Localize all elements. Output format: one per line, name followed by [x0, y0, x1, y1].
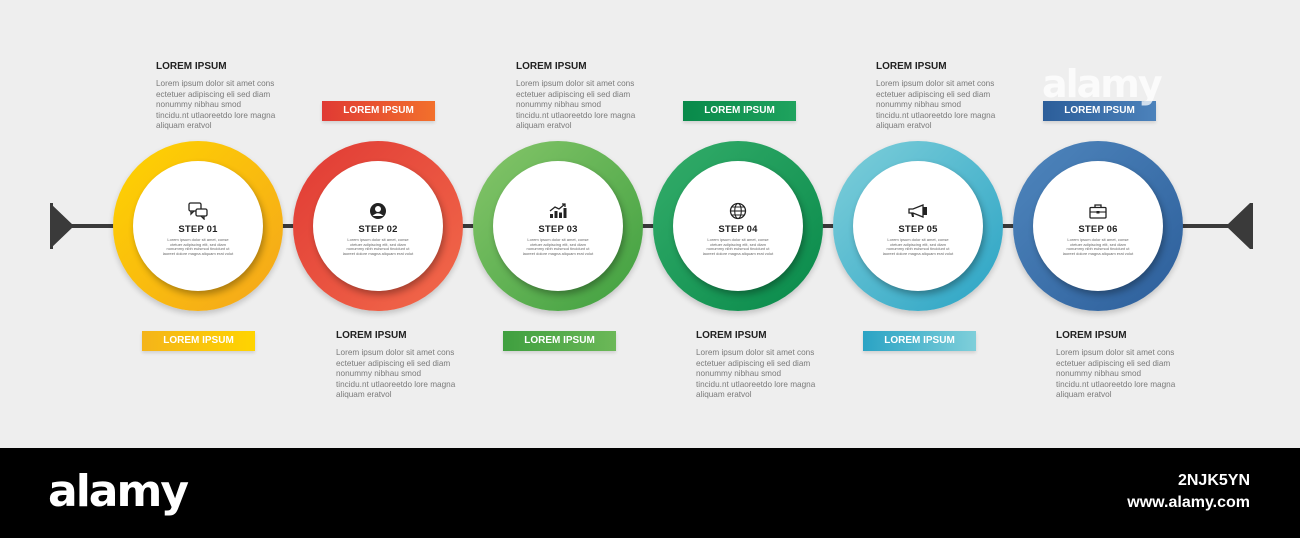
step-inner-disc: STEP 04 Lorem ipsum dolor sit amet, cons… [673, 161, 803, 291]
infographic-canvas: LOREM IPSUM Lorem ipsum dolor sit amet c… [50, 61, 1253, 401]
text-block-title: LOREM IPSUM [696, 330, 767, 341]
step-description: Lorem ipsum dolor sit amet, conse ctetue… [702, 237, 774, 256]
step-label: STEP 04 [718, 224, 758, 235]
text-block-body: Lorem ipsum dolor sit amet cons ectetuer… [336, 348, 456, 399]
step-label: STEP 06 [1078, 224, 1118, 235]
watermark-image-id: 2NJK5YN [1177, 472, 1250, 489]
text-block-step-6: LOREM IPSUM Lorem ipsum dolor sit amet c… [1056, 330, 1176, 401]
banner-step-6: LOREM IPSUM [1043, 101, 1156, 121]
user-circle-icon [367, 201, 389, 221]
step-inner-disc: STEP 01 Lorem ipsum dolor sit amet, cons… [133, 161, 263, 291]
banner-step-5: LOREM IPSUM [863, 331, 976, 351]
banner-step-3: LOREM IPSUM [503, 331, 616, 351]
timeline-line [58, 224, 1240, 228]
text-block-step-5: LOREM IPSUM Lorem ipsum dolor sit amet c… [876, 61, 996, 132]
watermark-logo: alamy [48, 466, 189, 517]
step-label: STEP 05 [898, 224, 938, 235]
text-block-title: LOREM IPSUM [336, 330, 407, 341]
step-3-circle: STEP 03 Lorem ipsum dolor sit amet, cons… [473, 141, 643, 311]
step-inner-disc: STEP 02 Lorem ipsum dolor sit amet, cons… [313, 161, 443, 291]
text-block-step-4: LOREM IPSUM Lorem ipsum dolor sit amet c… [696, 330, 816, 401]
text-block-body: Lorem ipsum dolor sit amet cons ectetuer… [516, 79, 636, 130]
step-5-circle: STEP 05 Lorem ipsum dolor sit amet, cons… [833, 141, 1003, 311]
watermark-overlay: alamy [1042, 62, 1163, 106]
text-block-step-2: LOREM IPSUM Lorem ipsum dolor sit amet c… [336, 330, 456, 401]
briefcase-icon [1087, 201, 1109, 221]
text-block-title: LOREM IPSUM [156, 61, 227, 72]
step-label: STEP 01 [178, 224, 218, 235]
step-description: Lorem ipsum dolor sit amet, conse ctetue… [162, 237, 234, 256]
growth-chart-icon [547, 201, 569, 221]
banner-step-2: LOREM IPSUM [322, 101, 435, 121]
chat-bubbles-icon [187, 201, 209, 221]
text-block-title: LOREM IPSUM [1056, 330, 1127, 341]
text-block-title: LOREM IPSUM [876, 61, 947, 72]
step-description: Lorem ipsum dolor sit amet, conse ctetue… [882, 237, 954, 256]
watermark-url: www.alamy.com [1127, 494, 1250, 511]
right-arrow-cap [1226, 203, 1253, 249]
text-block-body: Lorem ipsum dolor sit amet cons ectetuer… [1056, 348, 1176, 399]
step-description: Lorem ipsum dolor sit amet, conse ctetue… [342, 237, 414, 256]
step-6-circle: STEP 06 Lorem ipsum dolor sit amet, cons… [1013, 141, 1183, 311]
step-inner-disc: STEP 05 Lorem ipsum dolor sit amet, cons… [853, 161, 983, 291]
step-description: Lorem ipsum dolor sit amet, conse ctetue… [522, 237, 594, 256]
text-block-body: Lorem ipsum dolor sit amet cons ectetuer… [696, 348, 816, 399]
step-label: STEP 02 [358, 224, 398, 235]
step-description: Lorem ipsum dolor sit amet, conse ctetue… [1062, 237, 1134, 256]
text-block-body: Lorem ipsum dolor sit amet cons ectetuer… [156, 79, 276, 130]
text-block-step-1: LOREM IPSUM Lorem ipsum dolor sit amet c… [156, 61, 276, 132]
text-block-step-3: LOREM IPSUM Lorem ipsum dolor sit amet c… [516, 61, 636, 132]
globe-icon [727, 201, 749, 221]
step-inner-disc: STEP 06 Lorem ipsum dolor sit amet, cons… [1033, 161, 1163, 291]
step-4-circle: STEP 04 Lorem ipsum dolor sit amet, cons… [653, 141, 823, 311]
step-1-circle: STEP 01 Lorem ipsum dolor sit amet, cons… [113, 141, 283, 311]
step-2-circle: STEP 02 Lorem ipsum dolor sit amet, cons… [293, 141, 463, 311]
megaphone-icon [907, 201, 929, 221]
step-inner-disc: STEP 03 Lorem ipsum dolor sit amet, cons… [493, 161, 623, 291]
text-block-title: LOREM IPSUM [516, 61, 587, 72]
text-block-body: Lorem ipsum dolor sit amet cons ectetuer… [876, 79, 996, 130]
banner-step-1: LOREM IPSUM [142, 331, 255, 351]
step-label: STEP 03 [538, 224, 578, 235]
watermark-bar: alamy 2NJK5YN www.alamy.com [0, 448, 1300, 538]
banner-step-4: LOREM IPSUM [683, 101, 796, 121]
